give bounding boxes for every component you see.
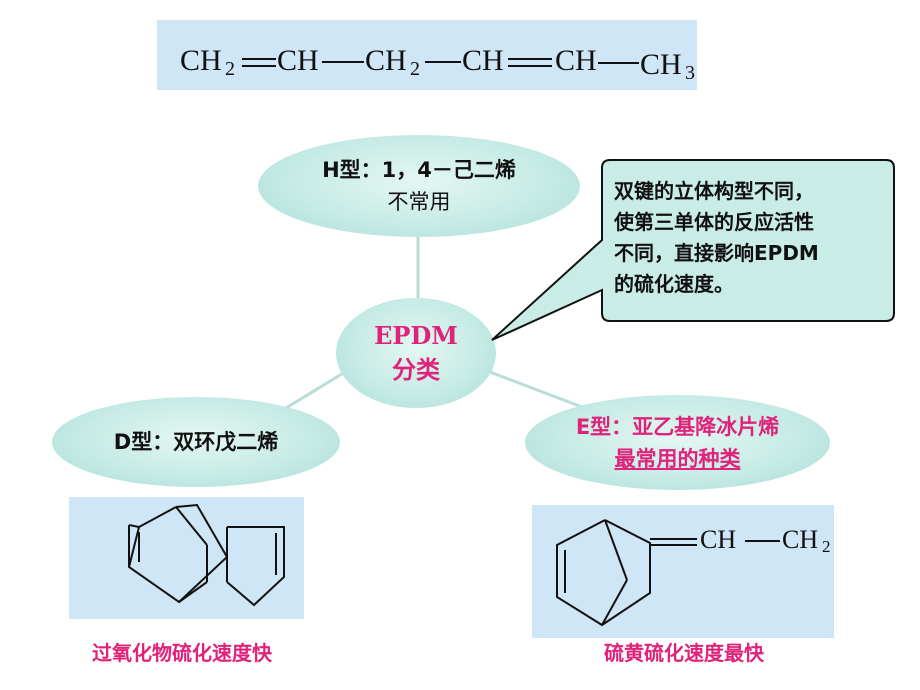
- callout-line-4: 的硫化速度。: [614, 272, 734, 296]
- dcpd-structure: [127, 503, 285, 607]
- formula-group-4: CH: [462, 44, 504, 77]
- center-title: EPDM: [374, 321, 458, 350]
- formula-group-5: CH: [555, 44, 597, 77]
- center-subtitle: 分类: [392, 356, 440, 384]
- e-type-bubble: E型：亚乙基降冰片烯 最常用的种类: [525, 395, 830, 490]
- callout-line-1: 双键的立体构型不同，: [614, 179, 814, 203]
- formula-sub-1: 2: [225, 58, 235, 80]
- h-type-note: 不常用: [387, 190, 451, 214]
- callout-line-2: 使第三单体的反应活性: [614, 210, 814, 234]
- callout-text: 双键的立体构型不同， 使第三单体的反应活性 不同，直接影响EPDM 的硫化速度。: [614, 176, 889, 300]
- e-type-note: 最常用的种类: [614, 446, 741, 471]
- caption-dcpd: 过氧化物硫化速度快: [92, 641, 272, 665]
- enb-substituent: CH CH 2: [532, 505, 834, 638]
- diene-formula-box: [157, 20, 697, 90]
- formula-group-3: CH: [365, 44, 407, 77]
- formula-sub-6: 3: [685, 62, 695, 84]
- enb-structure: [556, 519, 780, 627]
- formula-group-2: CH: [277, 44, 319, 77]
- h-type-bubble: H型：1，4－己二烯 不常用: [258, 135, 580, 237]
- caption-enb: 硫黄硫化速度最快: [604, 641, 764, 665]
- d-type-label: D型：双环戊二烯: [113, 430, 279, 454]
- enb-group-ch2: CH: [782, 525, 819, 554]
- callout-line-3: 不同，直接影响EPDM: [614, 241, 819, 265]
- formula-group-6: CH: [640, 48, 682, 81]
- connector-e: [489, 370, 591, 412]
- enb-sub-2: 2: [822, 537, 831, 556]
- dcpd-structure-box: [69, 497, 304, 619]
- d-type-bubble: D型：双环戊二烯: [52, 397, 340, 487]
- diene-formula: CH 2 CH CH 2 CH CH CH 3: [0, 0, 920, 100]
- enb-group-ch: CH: [700, 525, 737, 554]
- formula-group-1: CH: [180, 44, 222, 77]
- formula-sub-3: 2: [410, 58, 420, 80]
- formula-bonds: [242, 58, 639, 67]
- e-type-label: E型：亚乙基降冰片烯: [575, 414, 780, 439]
- enb-structure-box: [532, 505, 834, 638]
- center-bubble: EPDM 分类: [336, 298, 496, 408]
- h-type-label: H型：1，4－己二烯: [322, 158, 516, 182]
